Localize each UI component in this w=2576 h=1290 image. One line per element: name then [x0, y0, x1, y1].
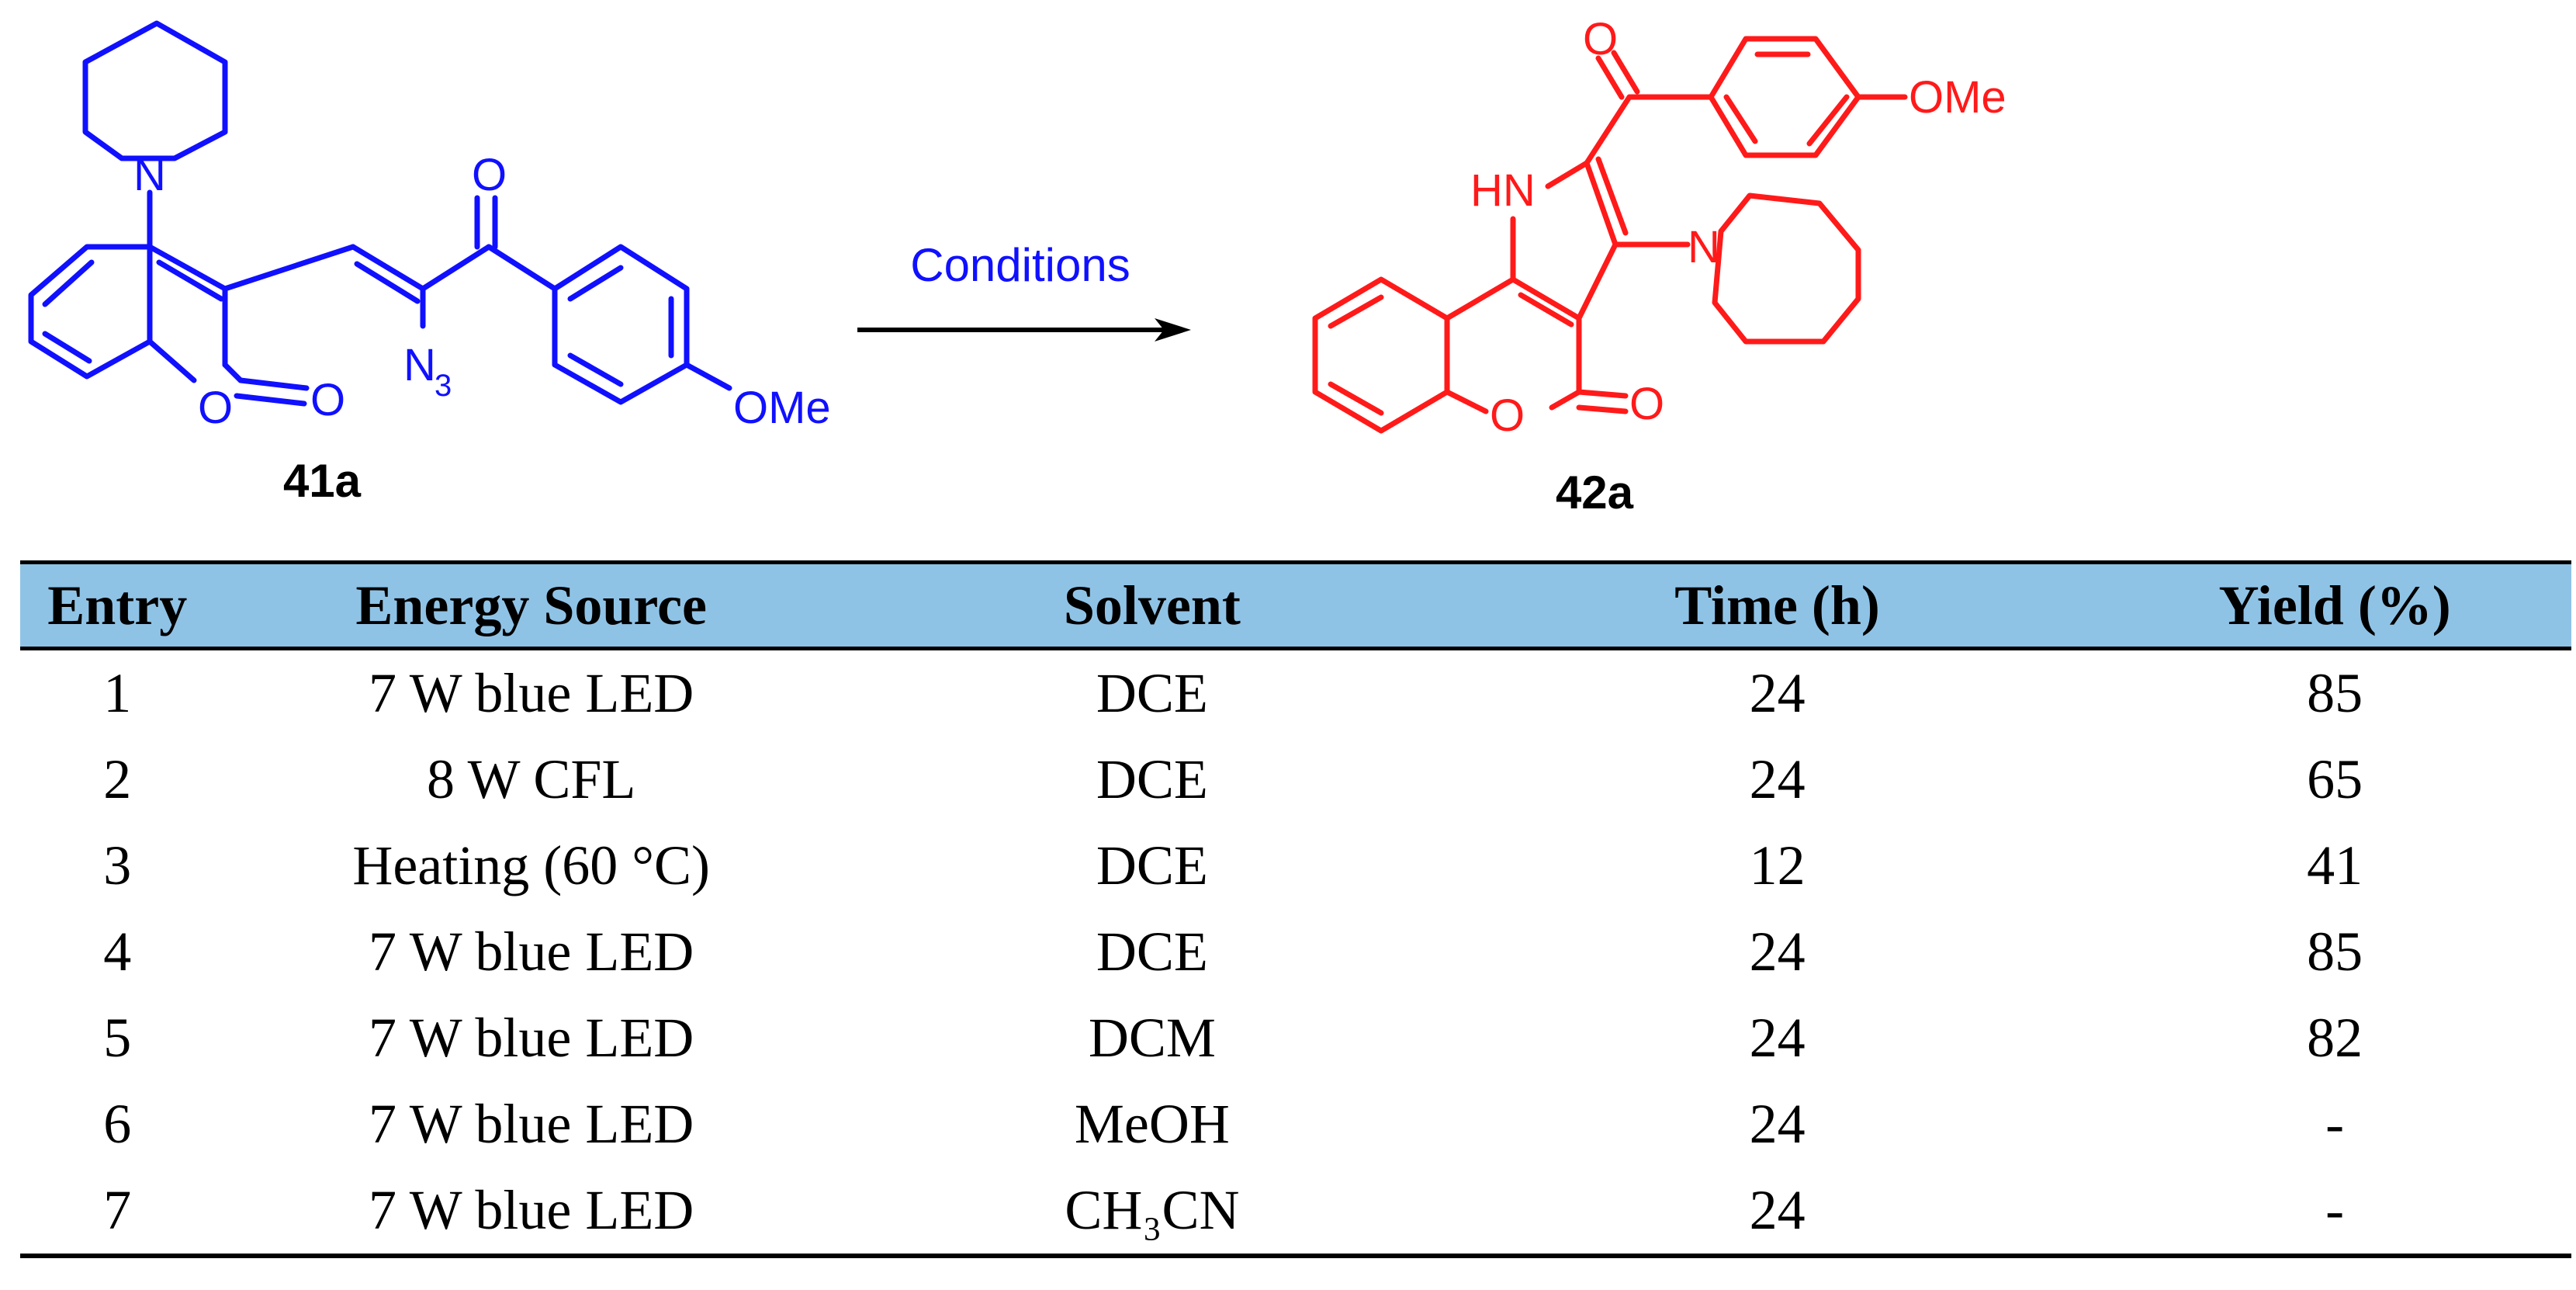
table-row: 5 7 W blue LED DCM 24 82	[20, 995, 2571, 1081]
table-row: 6 7 W blue LED MeOH 24 -	[20, 1081, 2571, 1167]
cell-time: 24	[1749, 1093, 1806, 1155]
reactant-lactone-O-label: O	[310, 375, 345, 425]
header-time: Time (h)	[1456, 560, 2099, 650]
cell-solvent: DCE	[1096, 921, 1208, 983]
cell-source: 7 W blue LED	[369, 1093, 694, 1155]
header-energy-source: Energy Source	[214, 560, 848, 650]
cell-yield: 85	[2307, 921, 2363, 983]
product-ring-O-label: O	[1490, 390, 1525, 441]
cell-solvent: DCE	[1096, 662, 1208, 724]
cell-yield: 85	[2307, 662, 2363, 724]
product-ketone-O-label: O	[1583, 14, 1618, 64]
product-OMe-label: OMe	[1909, 72, 2006, 123]
product-N-label: N	[1688, 222, 1720, 272]
cell-solvent: CH₃CN	[847, 1167, 1456, 1258]
product-NH-label: HN	[1470, 165, 1536, 216]
table-row: 3 Heating (60 °C) DCE 12 41	[20, 823, 2571, 909]
cell-source: 7 W blue LED	[369, 1007, 694, 1069]
reaction-scheme: N O O O N 3 OMe 41a Conditions	[28, 14, 2006, 518]
reactant-azide-label: N	[403, 340, 436, 390]
reactant-N-label: N	[133, 150, 166, 200]
cell-entry: 1	[103, 662, 132, 724]
product-id: 42a	[1556, 466, 1634, 518]
conditions-table: Entry Energy Source Solvent Time (h) Yie…	[20, 560, 2571, 1258]
reaction-arrow	[857, 318, 1191, 342]
reactant-ketone-O-label: O	[472, 150, 507, 200]
cell-entry: 6	[103, 1093, 132, 1155]
cell-time: 24	[1749, 662, 1806, 724]
arrow-conditions-label: Conditions	[910, 239, 1130, 291]
table-row: 1 7 W blue LED DCE 24 85	[20, 649, 2571, 737]
reactant-azide-subscript: 3	[435, 369, 452, 403]
cell-source: 7 W blue LED	[369, 921, 694, 983]
cell-entry: 2	[103, 748, 132, 810]
product-structure: O OMe HN N O O	[1312, 14, 2006, 441]
reactant-id: 41a	[283, 455, 362, 507]
cell-time: 12	[1749, 834, 1806, 896]
table-row: 2 8 W CFL DCE 24 65	[20, 737, 2571, 823]
cell-yield: 82	[2307, 1007, 2363, 1069]
cell-yield: 65	[2307, 748, 2363, 810]
cell-entry: 4	[103, 921, 132, 983]
header-entry: Entry	[20, 560, 215, 650]
cell-source: 7 W blue LED	[214, 1167, 848, 1258]
cell-source: Heating (60 °C)	[352, 834, 711, 896]
table-row: 4 7 W blue LED DCE 24 85	[20, 909, 2571, 995]
cell-yield: 41	[2307, 834, 2363, 896]
reactant-OMe-label: OMe	[733, 383, 831, 433]
product-lactone-O-label: O	[1629, 379, 1664, 429]
cell-time: 24	[1749, 748, 1806, 810]
table-header-row: Entry Energy Source Solvent Time (h) Yie…	[20, 560, 2571, 650]
cell-entry: 7	[20, 1167, 215, 1258]
cell-time: 24	[1749, 1007, 1806, 1069]
cell-yield: -	[2098, 1167, 2571, 1258]
header-solvent: Solvent	[847, 560, 1456, 650]
cell-source: 8 W CFL	[426, 748, 636, 810]
header-yield: Yield (%)	[2098, 560, 2571, 650]
cell-entry: 3	[103, 834, 132, 896]
cell-solvent: DCE	[1096, 834, 1208, 896]
cell-solvent: DCM	[1088, 1007, 1216, 1069]
table-row: 7 7 W blue LED CH₃CN 24 -	[20, 1167, 2571, 1258]
cell-time: 24	[1749, 921, 1806, 983]
reactant-structure: N O O O N 3 OMe	[28, 20, 831, 433]
reactant-ring-O-label: O	[198, 383, 233, 433]
cell-entry: 5	[103, 1007, 132, 1069]
cell-solvent: MeOH	[1074, 1093, 1230, 1155]
cell-time: 24	[1456, 1167, 2099, 1258]
cell-yield: -	[2325, 1093, 2345, 1155]
cell-solvent: DCE	[1096, 748, 1208, 810]
cell-source: 7 W blue LED	[369, 662, 694, 724]
